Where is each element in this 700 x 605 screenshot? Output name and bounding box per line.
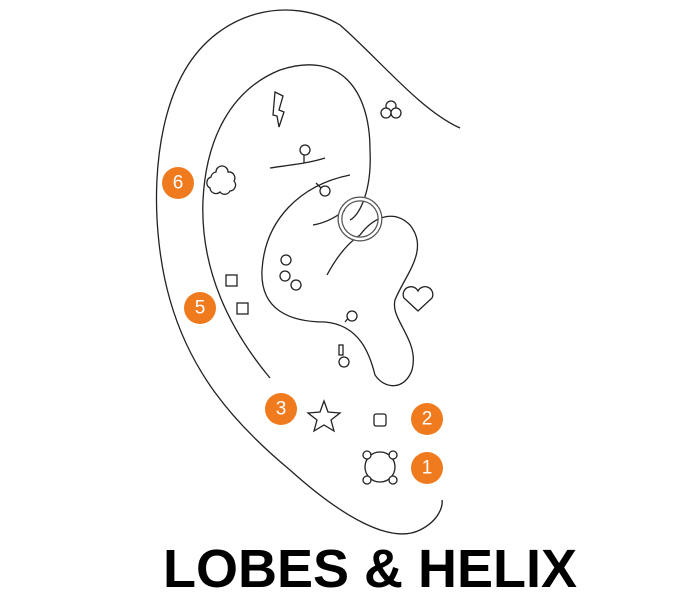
small-square-stud-icon: [373, 413, 387, 427]
barbell-stud-icon: [315, 182, 331, 197]
ear-inner-fold: [202, 64, 371, 379]
star-stud-icon: [306, 399, 342, 433]
square-stud-icon: [236, 302, 249, 315]
badge-6: 6: [162, 167, 194, 199]
heart-stud-icon: [402, 286, 434, 312]
badge-2: 2: [411, 403, 443, 435]
ear-outer-outline: [155, 9, 461, 535]
svg-text:5: 5: [195, 298, 206, 319]
barbell-stud-icon: [338, 344, 350, 368]
trefoil-stud-icon: [380, 100, 402, 119]
large-four-prong-stud-icon: [362, 450, 398, 485]
lightning-stud-icon: [272, 90, 285, 128]
hoop-ring-icon: [337, 196, 383, 242]
svg-text:1: 1: [422, 458, 433, 479]
badge-1: 1: [411, 452, 443, 484]
svg-text:3: 3: [276, 399, 287, 420]
badge-3: 3: [265, 393, 297, 425]
barbell-stud-icon: [344, 310, 358, 323]
barbell-stud-icon: [299, 144, 311, 163]
cluster-stud-icon: [279, 254, 302, 291]
ear-crus-line: [269, 157, 326, 169]
square-stud-icon: [225, 274, 238, 287]
diagram-title: LOBES & HELIX: [162, 539, 578, 599]
svg-text:2: 2: [422, 409, 433, 430]
flower-stud-icon: [206, 165, 237, 195]
ear-concha: [261, 174, 419, 387]
badge-5: 5: [184, 292, 216, 324]
svg-text:6: 6: [173, 173, 184, 194]
